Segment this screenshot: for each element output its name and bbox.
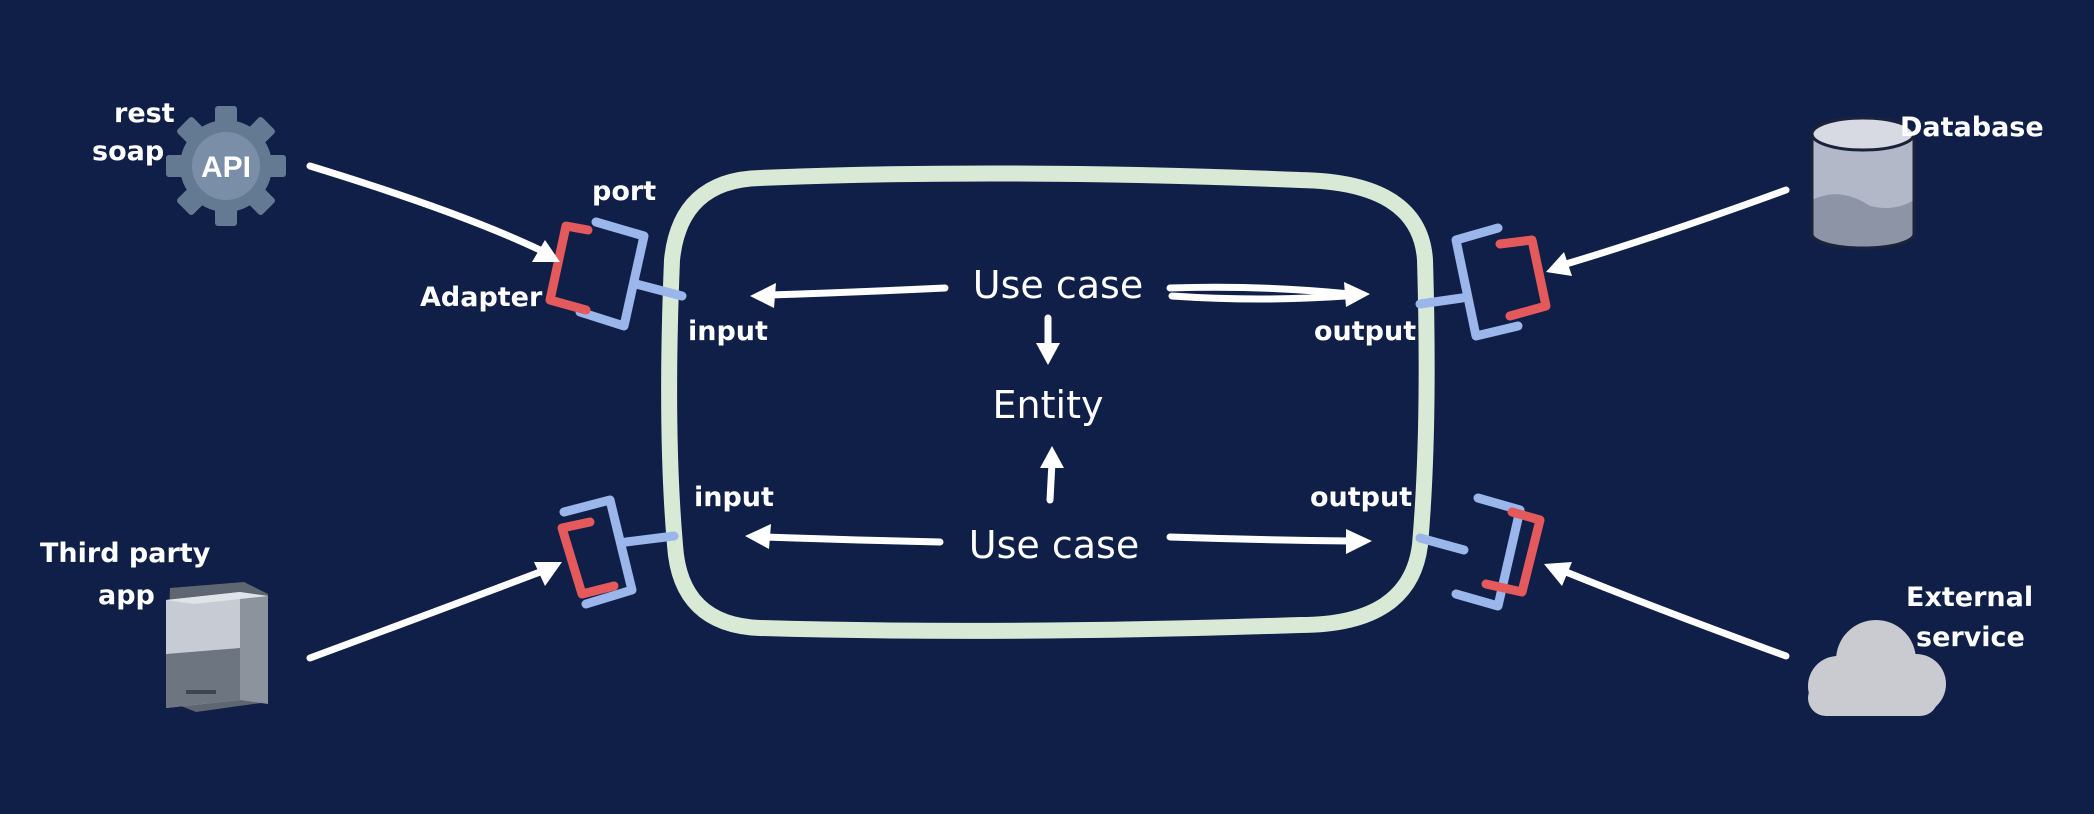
arrow-api-to-adapter — [306, 162, 560, 262]
arrow-external-to-adapter — [1544, 562, 1790, 660]
arrow-bottom-usecase-to-entity — [1040, 446, 1064, 504]
port-adapter-top-left — [545, 217, 687, 331]
third-party-line2-label: app — [98, 580, 155, 611]
entity-label: Entity — [993, 383, 1104, 427]
arrow-usecase-to-input-top — [750, 283, 949, 308]
input-top-label: input — [688, 316, 768, 347]
port-adapter-bottom-right — [1415, 493, 1545, 611]
api-badge-text: API — [201, 151, 251, 184]
arrow-usecase-to-entity — [1036, 314, 1060, 365]
output-bottom-label: output — [1310, 482, 1412, 513]
database-icon — [1810, 116, 1916, 250]
adapter-label: Adapter — [420, 282, 543, 313]
use-case-top-label: Use case — [973, 263, 1143, 307]
input-bottom-label: input — [694, 482, 774, 513]
port-adapter-bottom-left — [557, 495, 679, 609]
api-rest-label: rest — [114, 98, 175, 129]
application-core-boundary — [661, 165, 1435, 639]
output-top-label: output — [1314, 316, 1416, 347]
gear-api-icon: API — [166, 106, 286, 226]
port-adapter-top-right — [1415, 223, 1551, 341]
arrow-database-to-adapter — [1546, 186, 1790, 276]
server-icon — [166, 582, 268, 712]
arrow-usecase-to-output-top — [1166, 282, 1370, 307]
external-line1-label: External — [1906, 582, 2033, 613]
external-line2-label: service — [1916, 622, 2025, 653]
arrow-third-party-to-adapter — [306, 562, 562, 662]
database-label: Database — [1900, 112, 2044, 143]
arrow-usecase-to-output-bottom — [1166, 529, 1372, 554]
api-soap-label: soap — [92, 136, 164, 167]
use-case-bottom-label: Use case — [969, 523, 1139, 567]
third-party-line1-label: Third party — [40, 538, 211, 569]
port-label: port — [592, 176, 656, 207]
arrow-usecase-to-input-bottom — [745, 524, 944, 549]
cloud-icon — [1808, 620, 1946, 716]
